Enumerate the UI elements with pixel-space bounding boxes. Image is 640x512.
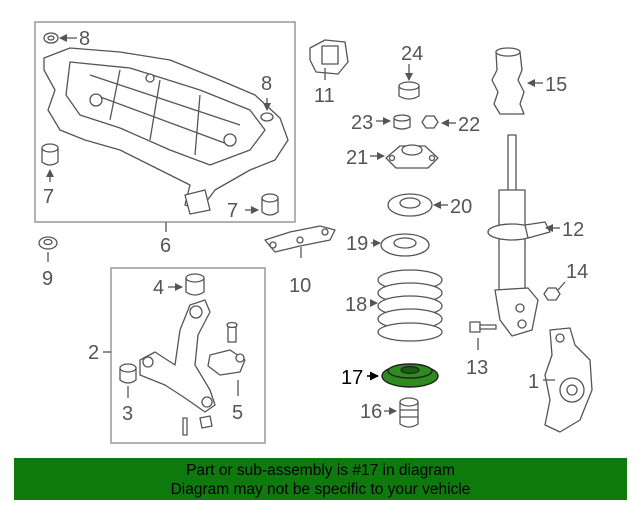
callout-11: 11 — [314, 85, 335, 107]
callout-6: 6 — [160, 235, 171, 257]
part-7-bushing-right[interactable] — [261, 193, 279, 216]
callout-7b: 7 — [227, 200, 238, 222]
callout-24: 24 — [401, 43, 423, 65]
callout-18: 18 — [345, 294, 367, 316]
part-12-strut[interactable] — [487, 134, 551, 337]
callout-7a: 7 — [43, 186, 54, 208]
part-2-control-arm[interactable] — [139, 299, 246, 436]
part-18-coil-spring[interactable] — [377, 269, 443, 342]
callout-5: 5 — [232, 402, 243, 424]
part-24-nut[interactable] — [398, 81, 420, 100]
callout-13: 13 — [466, 357, 488, 379]
callout-16: 16 — [360, 401, 382, 423]
callout-8a: 8 — [79, 28, 90, 50]
part-22-cap[interactable] — [421, 115, 439, 129]
part-9-washer[interactable] — [38, 236, 58, 250]
callout-1: 1 — [528, 371, 539, 393]
part-13-bolt[interactable] — [469, 321, 497, 333]
callout-22: 22 — [458, 114, 480, 136]
part-21-strut-mount[interactable] — [385, 144, 439, 169]
callout-17: 17 — [341, 367, 363, 389]
part-14-nut[interactable] — [543, 287, 561, 301]
part-20-bearing[interactable] — [387, 193, 433, 217]
part-7-bushing-left[interactable] — [41, 143, 59, 166]
callout-15: 15 — [545, 74, 567, 96]
part-4-bushing[interactable] — [185, 273, 205, 296]
callout-2: 2 — [88, 342, 99, 364]
part-8-washer-top[interactable] — [43, 32, 59, 44]
part-6-subframe[interactable] — [43, 47, 289, 215]
callout-14: 14 — [566, 261, 588, 283]
callout-21: 21 — [346, 147, 368, 169]
callout-9: 9 — [42, 268, 53, 290]
subframe-frame — [34, 21, 296, 223]
callout-10: 10 — [289, 275, 311, 297]
callout-3: 3 — [122, 403, 133, 425]
callout-20: 20 — [450, 196, 472, 218]
banner-line-2: Diagram may not be specific to your vehi… — [170, 481, 471, 498]
callout-8b: 8 — [261, 73, 272, 95]
callout-12: 12 — [562, 219, 584, 241]
part-11-bracket[interactable] — [309, 39, 349, 75]
callout-4: 4 — [153, 277, 164, 299]
callout-19: 19 — [346, 233, 368, 255]
banner-line-1: Part or sub-assembly is #17 in diagram — [186, 462, 455, 479]
part-8-washer-right[interactable] — [260, 112, 274, 122]
part-19-spring-seat[interactable] — [380, 233, 430, 257]
part-17-spring-pad[interactable] — [381, 363, 439, 388]
part-10-bracket[interactable] — [264, 225, 336, 253]
part-3-bushing[interactable] — [119, 363, 137, 384]
part-23-nut[interactable] — [393, 114, 411, 130]
part-16-bump-stop[interactable] — [399, 397, 419, 428]
info-banner: Part or sub-assembly is #17 in diagram D… — [14, 458, 627, 500]
control-arm-frame — [110, 267, 266, 444]
callout-23: 23 — [351, 112, 373, 134]
part-1-knuckle[interactable] — [544, 327, 593, 433]
parts-diagram: 8 8 7 7 6 9 11 — [34, 21, 593, 444]
part-15-dust-boot[interactable] — [491, 47, 525, 115]
